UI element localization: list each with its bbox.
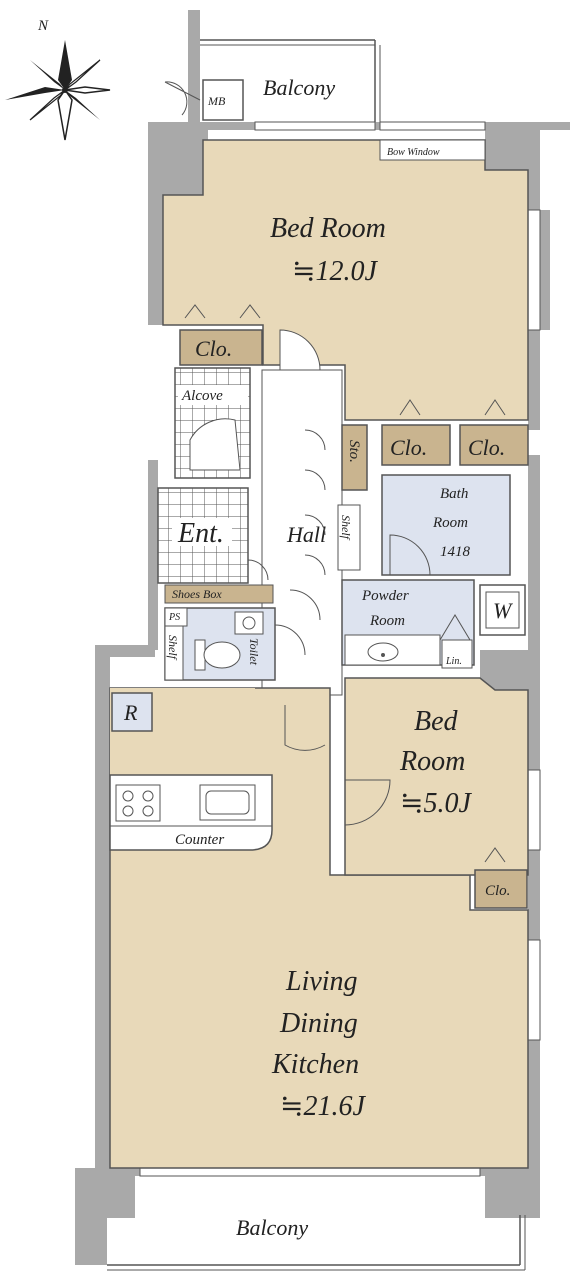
closet-2: [381, 424, 451, 466]
closet-small-label: Clo.: [485, 883, 510, 899]
toilet-icon: [194, 639, 241, 671]
storage-label: Sto.: [346, 440, 362, 463]
hall-shelf: [337, 504, 361, 571]
closet-main: [179, 329, 263, 366]
meter-box: [202, 79, 244, 121]
ldk-size: ≒21.6J: [280, 1091, 366, 1122]
bedroom-small-label-1: Bed: [414, 706, 459, 737]
powder-label-2: Room: [369, 613, 405, 629]
hall-shelf-label: Shelf: [339, 515, 353, 541]
bedroom-main-size: ≒12.0J: [292, 256, 378, 287]
closet-3: [459, 424, 529, 466]
top-balcony: [164, 10, 381, 125]
linen-label: Lin.: [445, 656, 462, 667]
powder-label-1: Powder: [361, 588, 409, 604]
toilet-label: Toilet: [247, 638, 261, 666]
shoes-box: [164, 584, 274, 604]
bath-label-3: 1418: [440, 544, 471, 560]
bedroom-small-area: [344, 677, 529, 876]
pipe-space: [164, 607, 188, 627]
refrigerator-label: R: [123, 700, 138, 725]
bow-window: [379, 139, 486, 161]
bedroom-main-label: Bed Room: [270, 213, 386, 244]
shoes-box-label: Shoes Box: [172, 587, 222, 601]
linen: [441, 639, 473, 669]
closet-3-label: Clo.: [468, 435, 505, 460]
bottom-balcony-label: Balcony: [236, 1215, 308, 1240]
bedroom-small-size: ≒5.0J: [400, 788, 472, 819]
closet-small: [474, 869, 528, 909]
bath-room: [381, 474, 511, 576]
ldk-label-2: Dining: [279, 1008, 358, 1039]
ldk-label-3: Kitchen: [271, 1049, 359, 1080]
bottom-balcony: [75, 1175, 526, 1271]
compass-icon: [5, 40, 111, 141]
closet-2-label: Clo.: [390, 435, 427, 460]
bath-label-2: Room: [432, 515, 468, 531]
washer-label: W: [493, 598, 513, 623]
toilet-shelf-label: Shelf: [166, 635, 180, 661]
storage: [341, 424, 368, 491]
hall-label: Hall: [286, 522, 326, 547]
entrance-label: Ent.: [177, 518, 224, 549]
bow-window-label: Bow Window: [387, 147, 440, 158]
meter-box-label: MB: [207, 94, 226, 108]
counter-label: Counter: [175, 832, 224, 848]
toilet-sink-icon: [234, 611, 264, 635]
washbasin-icon: [344, 634, 441, 666]
ldk-label-1: Living: [285, 966, 358, 997]
pipe-space-label: PS: [168, 612, 180, 623]
alcove-label: Alcove: [181, 388, 223, 404]
kitchen-counter: [109, 774, 273, 851]
compass-north-label: N: [37, 18, 49, 34]
top-balcony-label: Balcony: [263, 75, 335, 100]
bedroom-main-area: [162, 139, 529, 421]
bath-label-1: Bath: [440, 486, 468, 502]
refrigerator: [111, 692, 153, 732]
closet-main-label: Clo.: [195, 336, 232, 361]
bedroom-small-label-2: Room: [399, 746, 465, 777]
